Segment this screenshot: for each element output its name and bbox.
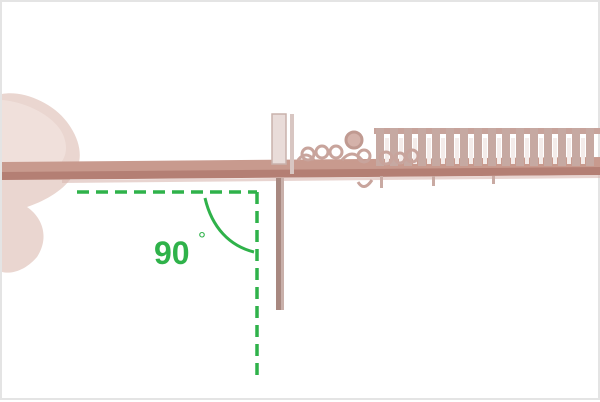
finger-image [2,93,80,273]
vertical-pin-image [271,113,294,310]
angle-value-label: 90 [154,235,190,271]
right-angle-indicator: 90 ° [77,190,259,380]
angle-arc [203,197,255,254]
circuit-board-image [2,157,600,183]
degree-symbol: ° [198,229,206,251]
solder-components-image [296,130,420,188]
